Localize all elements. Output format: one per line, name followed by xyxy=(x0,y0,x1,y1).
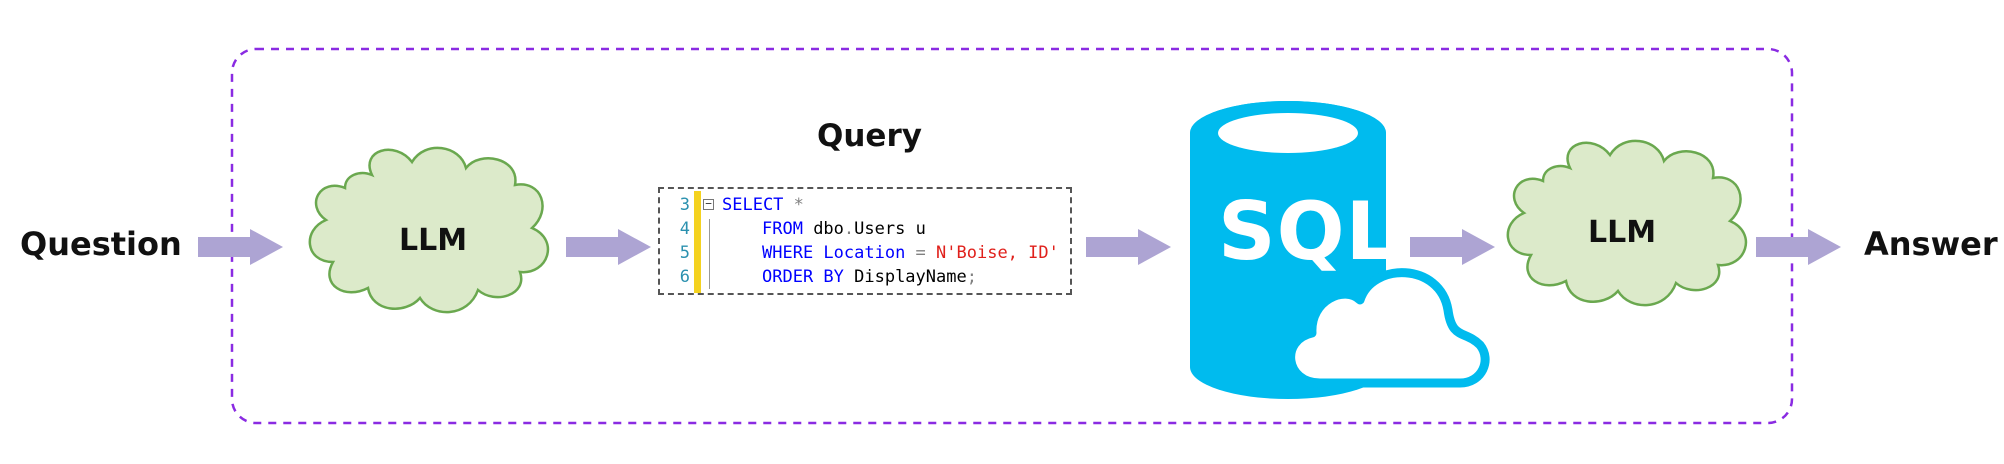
line-number: 3 xyxy=(679,195,690,215)
llm-label-first: LLM xyxy=(399,223,468,258)
code-token: SELECT xyxy=(722,195,784,215)
llm-cloud-icon-second xyxy=(1506,139,1748,307)
code-token: FROM xyxy=(762,219,803,239)
line-number: 5 xyxy=(679,243,690,263)
arrow-database-to-llm xyxy=(1410,229,1495,265)
llm-cloud-icon-first xyxy=(308,146,550,314)
line-number: 6 xyxy=(679,267,690,287)
question-label: Question xyxy=(20,225,182,263)
arrow-llm-to-answer xyxy=(1756,229,1841,265)
code-token: * xyxy=(783,195,804,215)
code-text: FROM dbo.Users u xyxy=(762,217,926,241)
arrow-llm-to-query xyxy=(566,229,651,265)
code-token: N'Boise, ID' xyxy=(936,243,1059,263)
arrow-question-to-llm xyxy=(198,229,283,265)
collapse-toggle-icon[interactable]: − xyxy=(703,198,714,210)
code-token: Location xyxy=(813,243,906,263)
pipeline-container xyxy=(230,47,1794,425)
code-token: ORDER BY xyxy=(762,267,844,287)
code-token: Users u xyxy=(854,219,926,239)
code-token: ; xyxy=(966,267,977,287)
change-indicator-bar xyxy=(694,191,701,293)
answer-label: Answer xyxy=(1864,225,1998,263)
arrow-query-to-database xyxy=(1086,229,1171,265)
cloud-icon xyxy=(1286,268,1490,388)
code-text: ORDER BY DisplayName; xyxy=(762,265,977,289)
query-title: Query xyxy=(817,118,922,154)
code-token: WHERE xyxy=(762,243,814,263)
code-token: . xyxy=(843,219,855,239)
code-text: WHERE Location = N'Boise, ID' xyxy=(762,241,1059,265)
code-token: = xyxy=(905,243,937,263)
line-number: 4 xyxy=(679,219,690,239)
sql-query-code-box: − 3 SELECT * 4 FROM dbo.Users u 5 WHERE Locat… xyxy=(658,187,1072,295)
llm-label-second: LLM xyxy=(1588,215,1657,250)
fold-guide-line xyxy=(709,219,710,289)
code-token: dbo xyxy=(802,219,844,239)
code-token: DisplayName xyxy=(843,267,967,287)
code-text: SELECT * xyxy=(722,193,804,217)
database-badge-label: SQL xyxy=(1218,185,1398,278)
